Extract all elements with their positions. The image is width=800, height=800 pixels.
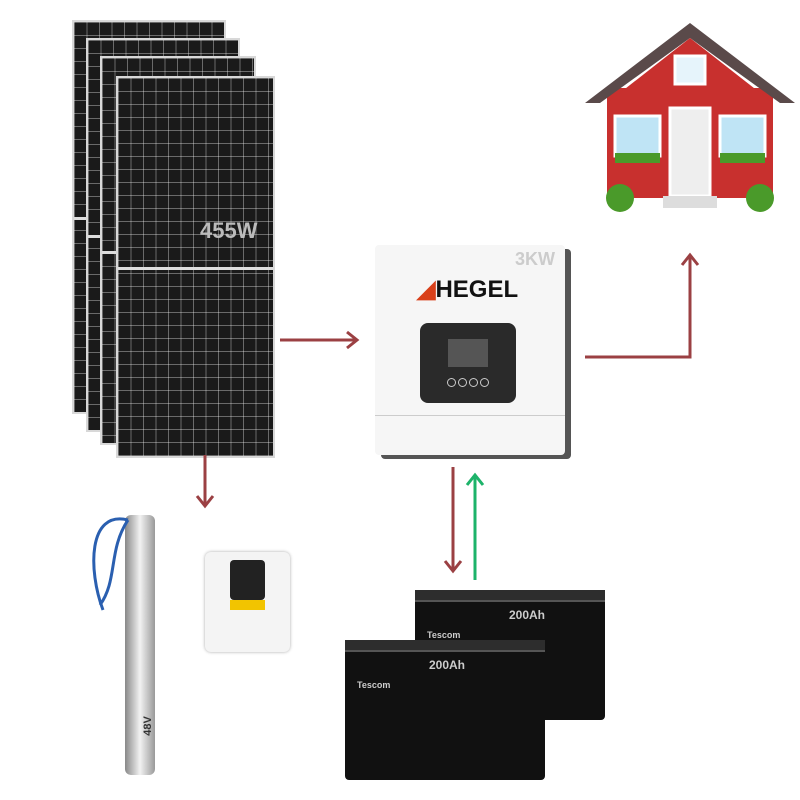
inverter-button[interactable]	[469, 378, 478, 387]
inverter-button[interactable]	[480, 378, 489, 387]
battery: 200Ah Tescom	[345, 640, 545, 780]
battery-brand: Tescom	[357, 680, 391, 690]
solar-panel: 455W	[116, 76, 275, 458]
battery-brand: Tescom	[427, 630, 461, 640]
inverter-control-panel	[420, 323, 516, 403]
inverter-button[interactable]	[447, 378, 456, 387]
house-window	[673, 54, 707, 86]
inverter: 3KW ◢HEGEL	[375, 245, 565, 455]
panel-wattage-label: 455W	[200, 218, 258, 243]
arrow-inverter-to-battery	[443, 467, 463, 574]
inverter-button[interactable]	[458, 378, 467, 387]
house-roof	[585, 23, 795, 103]
pump-controller	[205, 552, 290, 652]
inverter-brand: ◢HEGEL	[417, 276, 519, 303]
house-door	[668, 106, 712, 198]
inverter-rating: 3KW	[515, 249, 555, 269]
house-window	[613, 114, 662, 158]
inverter-lcd	[448, 339, 488, 367]
arrow-panels-to-pump	[195, 455, 215, 509]
battery-capacity: 200Ah	[428, 658, 465, 672]
arrow-battery-to-inverter	[465, 472, 485, 580]
house-illustration	[585, 23, 795, 212]
pump-cable	[92, 517, 130, 611]
arrow-panels-to-inverter	[280, 330, 360, 350]
arrow-inverter-to-house	[585, 252, 700, 359]
battery-capacity: 200Ah	[508, 608, 545, 622]
brand-logo-icon: ◢	[417, 276, 436, 303]
